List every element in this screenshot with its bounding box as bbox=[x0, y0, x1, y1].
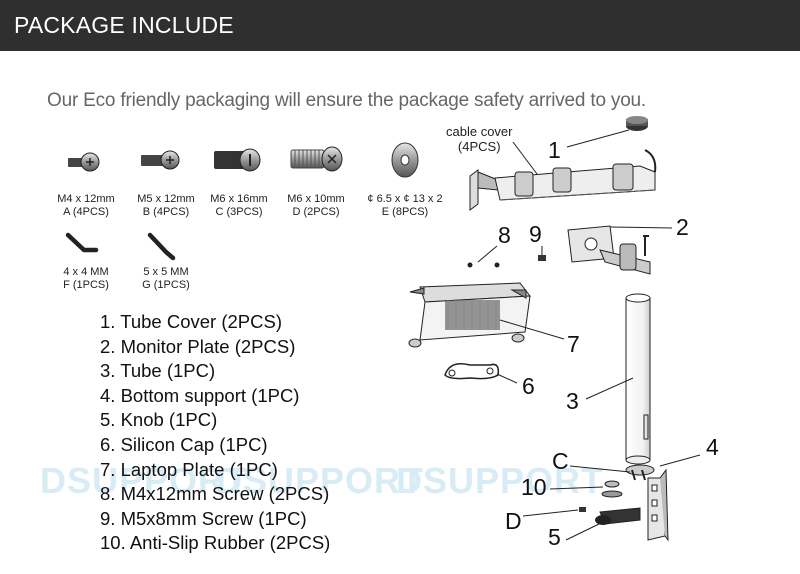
screw-b-icon bbox=[141, 150, 180, 170]
list-item: 1. Tube Cover (2PCS) bbox=[100, 311, 282, 332]
hardware-g-label: 5 x 5 MM G (1PCS) bbox=[126, 266, 206, 292]
cable-cover-label: cable cover (4PCS) bbox=[446, 124, 512, 154]
hardware-d-label: M6 x 10mm D (2PCS) bbox=[276, 193, 356, 219]
hardware-f-label: 4 x 4 MM F (1PCS) bbox=[46, 266, 126, 292]
hardware-b-spec: M5 x 12mm bbox=[137, 193, 195, 205]
hardware-g-spec: 5 x 5 MM bbox=[143, 266, 189, 278]
hardware-e-code: E (8PCS) bbox=[381, 206, 429, 218]
list-item: 2. Monitor Plate (2PCS) bbox=[100, 335, 296, 357]
allen-key-f-icon bbox=[65, 232, 99, 253]
hardware-e-label: ¢ 6.5 x ¢ 13 x 2 E (8PCS) bbox=[355, 193, 455, 219]
callout-8: 8 bbox=[498, 222, 511, 248]
hardware-e-spec: ¢ 6.5 x ¢ 13 x 2 bbox=[367, 193, 443, 205]
intro-text: Our Eco friendly packaging will ensure t… bbox=[47, 90, 647, 111]
screw-9-icon bbox=[538, 246, 546, 261]
callout-4: 4 bbox=[706, 434, 719, 460]
hardware-c-spec: M6 x 16mm bbox=[210, 193, 268, 205]
callout-5: 5 bbox=[548, 524, 561, 550]
washer-e-icon bbox=[391, 142, 419, 178]
list-item: 4. Bottom support (1PC) bbox=[100, 384, 300, 406]
parts-list: 1. Tube Cover (2PCS) 2. Monitor Plate (2… bbox=[100, 310, 330, 556]
callout-c: C bbox=[552, 448, 569, 474]
callout-10: 10 bbox=[521, 474, 547, 500]
hardware-a-label: M4 x 12mm A (4PCS) bbox=[46, 193, 126, 219]
hardware-f-code: F (1PCS) bbox=[63, 279, 109, 291]
bottom-support-icon bbox=[549, 454, 701, 542]
screw-d-callout-icon bbox=[522, 507, 586, 517]
list-item: 3. Tube (1PC) bbox=[100, 360, 216, 382]
hardware-c-label: M6 x 16mm C (3PCS) bbox=[199, 193, 279, 219]
screw-d-icon bbox=[290, 146, 343, 172]
allen-key-g-icon bbox=[147, 232, 176, 261]
list-item: 9. M5x8mm Screw (1PC) bbox=[100, 507, 307, 529]
callout-d: D bbox=[505, 508, 522, 534]
hardware-a-code: A (4PCS) bbox=[63, 206, 109, 218]
callout-1: 1 bbox=[548, 137, 561, 163]
screw-a-icon bbox=[68, 152, 100, 172]
watermark-right: DSUPPORT bbox=[396, 460, 605, 501]
callout-7: 7 bbox=[567, 331, 580, 357]
list-item: 8. M4x12mm Screw (2PCS) bbox=[100, 483, 330, 505]
hardware-d-code: D (2PCS) bbox=[292, 206, 340, 218]
watermark-middle: DSUPPORT bbox=[216, 460, 425, 501]
screw-c-icon bbox=[214, 148, 261, 172]
list-item: 5. Knob (1PC) bbox=[100, 409, 218, 431]
list-item: 7. Laptop Plate (1PC) bbox=[100, 458, 278, 480]
screw-8-icon bbox=[467, 245, 500, 268]
cable-cover-text: cable cover bbox=[446, 124, 513, 139]
header-bar: PACKAGE INCLUDE bbox=[0, 0, 800, 51]
tube-icon bbox=[585, 293, 651, 465]
silicon-cap-icon bbox=[444, 363, 518, 384]
laptop-plate-icon bbox=[408, 282, 565, 348]
callout-2: 2 bbox=[676, 214, 689, 240]
hardware-d-spec: M6 x 10mm bbox=[287, 193, 345, 205]
hardware-c-code: C (3PCS) bbox=[215, 206, 263, 218]
page-title: PACKAGE INCLUDE bbox=[14, 12, 234, 38]
monitor-arm-icon bbox=[469, 141, 657, 211]
callout-3: 3 bbox=[566, 388, 579, 414]
hardware-f-spec: 4 x 4 MM bbox=[63, 266, 109, 278]
hardware-b-label: M5 x 12mm B (4PCS) bbox=[126, 193, 206, 219]
tube-cover-icon bbox=[566, 116, 648, 148]
cable-cover-qty: (4PCS) bbox=[457, 139, 501, 154]
monitor-plate-icon bbox=[567, 225, 673, 275]
watermark-left: DSUPPORT bbox=[40, 460, 249, 501]
hardware-b-code: B (4PCS) bbox=[142, 206, 190, 218]
hardware-g-code: G (1PCS) bbox=[142, 279, 190, 291]
callout-6: 6 bbox=[522, 373, 535, 399]
list-item: 6. Silicon Cap (1PC) bbox=[100, 433, 268, 455]
list-item: 10. Anti-Slip Rubber (2PCS) bbox=[100, 532, 331, 554]
callout-9: 9 bbox=[529, 221, 542, 247]
hardware-a-spec: M4 x 12mm bbox=[57, 193, 115, 205]
